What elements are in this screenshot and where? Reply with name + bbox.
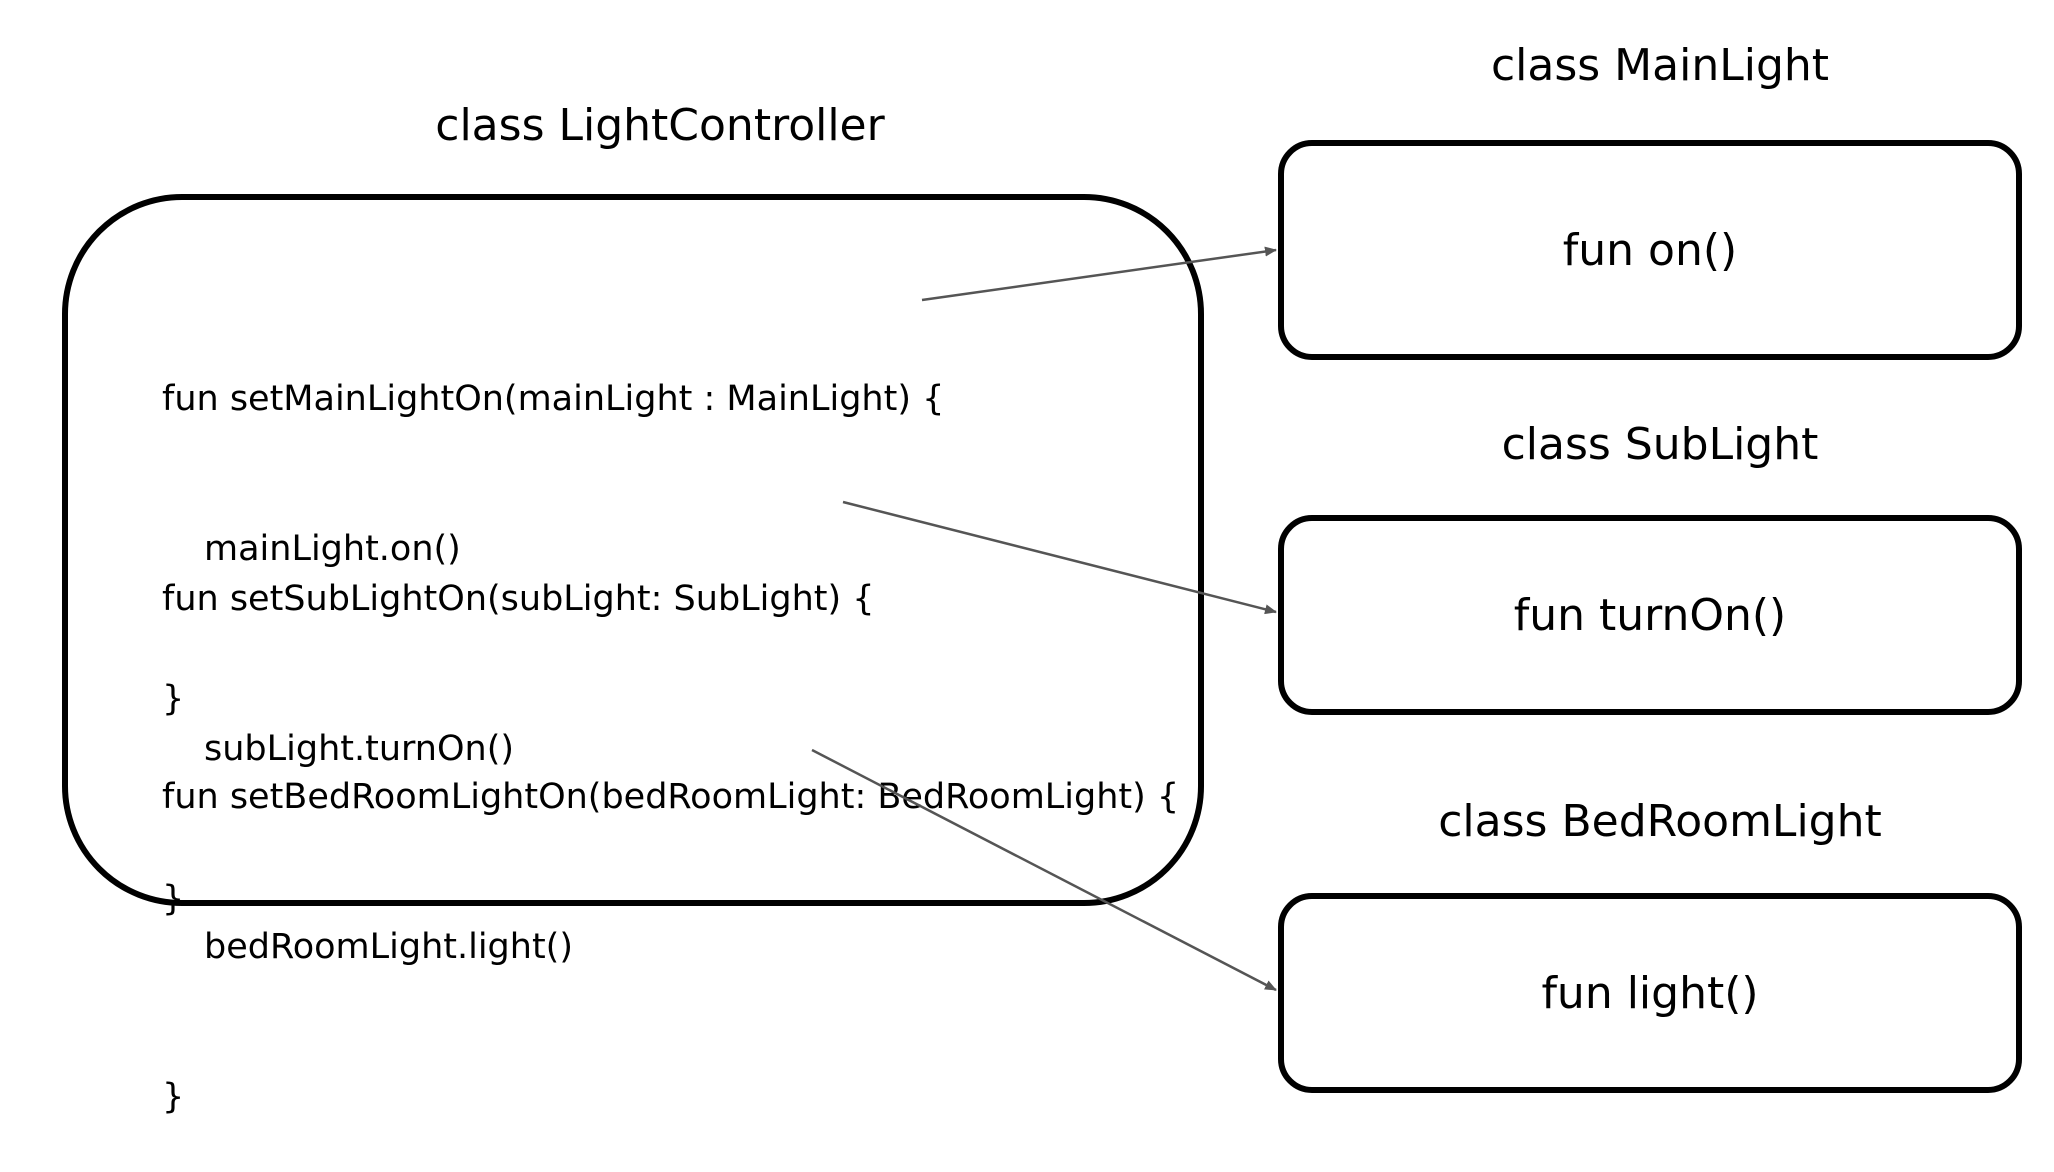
main-light-on-method: fun on() xyxy=(1562,224,1738,276)
set-main-light-on-signature: fun setMainLightOn(mainLight : MainLight… xyxy=(162,379,945,419)
bed-room-light-light-method: fun light() xyxy=(1541,967,1759,1019)
main-light-on-call: mainLight.on() xyxy=(204,529,461,569)
closing-brace: } xyxy=(162,679,185,719)
sub-light-title: class SubLight xyxy=(1501,419,1819,470)
set-main-light-on-code: fun setMainLightOn(mainLight : MainLight… xyxy=(162,274,944,774)
set-bed-room-light-on-signature: fun setBedRoomLightOn(bedRoomLight: BedR… xyxy=(162,777,1180,817)
light-controller-title: class LightController xyxy=(435,100,885,151)
main-light-box: fun on() xyxy=(1278,140,2022,360)
bed-room-light-box: fun light() xyxy=(1278,893,2022,1093)
closing-brace: } xyxy=(162,879,185,919)
set-sub-light-on-signature: fun setSubLightOn(subLight: SubLight) { xyxy=(162,579,875,619)
main-light-title: class MainLight xyxy=(1490,40,1830,91)
set-bed-room-light-on-code: fun setBedRoomLightOn(bedRoomLight: BedR… xyxy=(162,672,1179,1172)
closing-brace: } xyxy=(162,1077,185,1117)
sub-light-turn-on-method: fun turnOn() xyxy=(1513,589,1787,641)
sub-light-turn-on-call: subLight.turnOn() xyxy=(204,729,515,769)
bed-room-light-title: class BedRoomLight xyxy=(1438,796,1882,847)
sub-light-box: fun turnOn() xyxy=(1278,515,2022,715)
set-sub-light-on-code: fun setSubLightOn(subLight: SubLight) { … xyxy=(162,474,875,974)
bed-room-light-light-call: bedRoomLight.light() xyxy=(204,927,573,967)
